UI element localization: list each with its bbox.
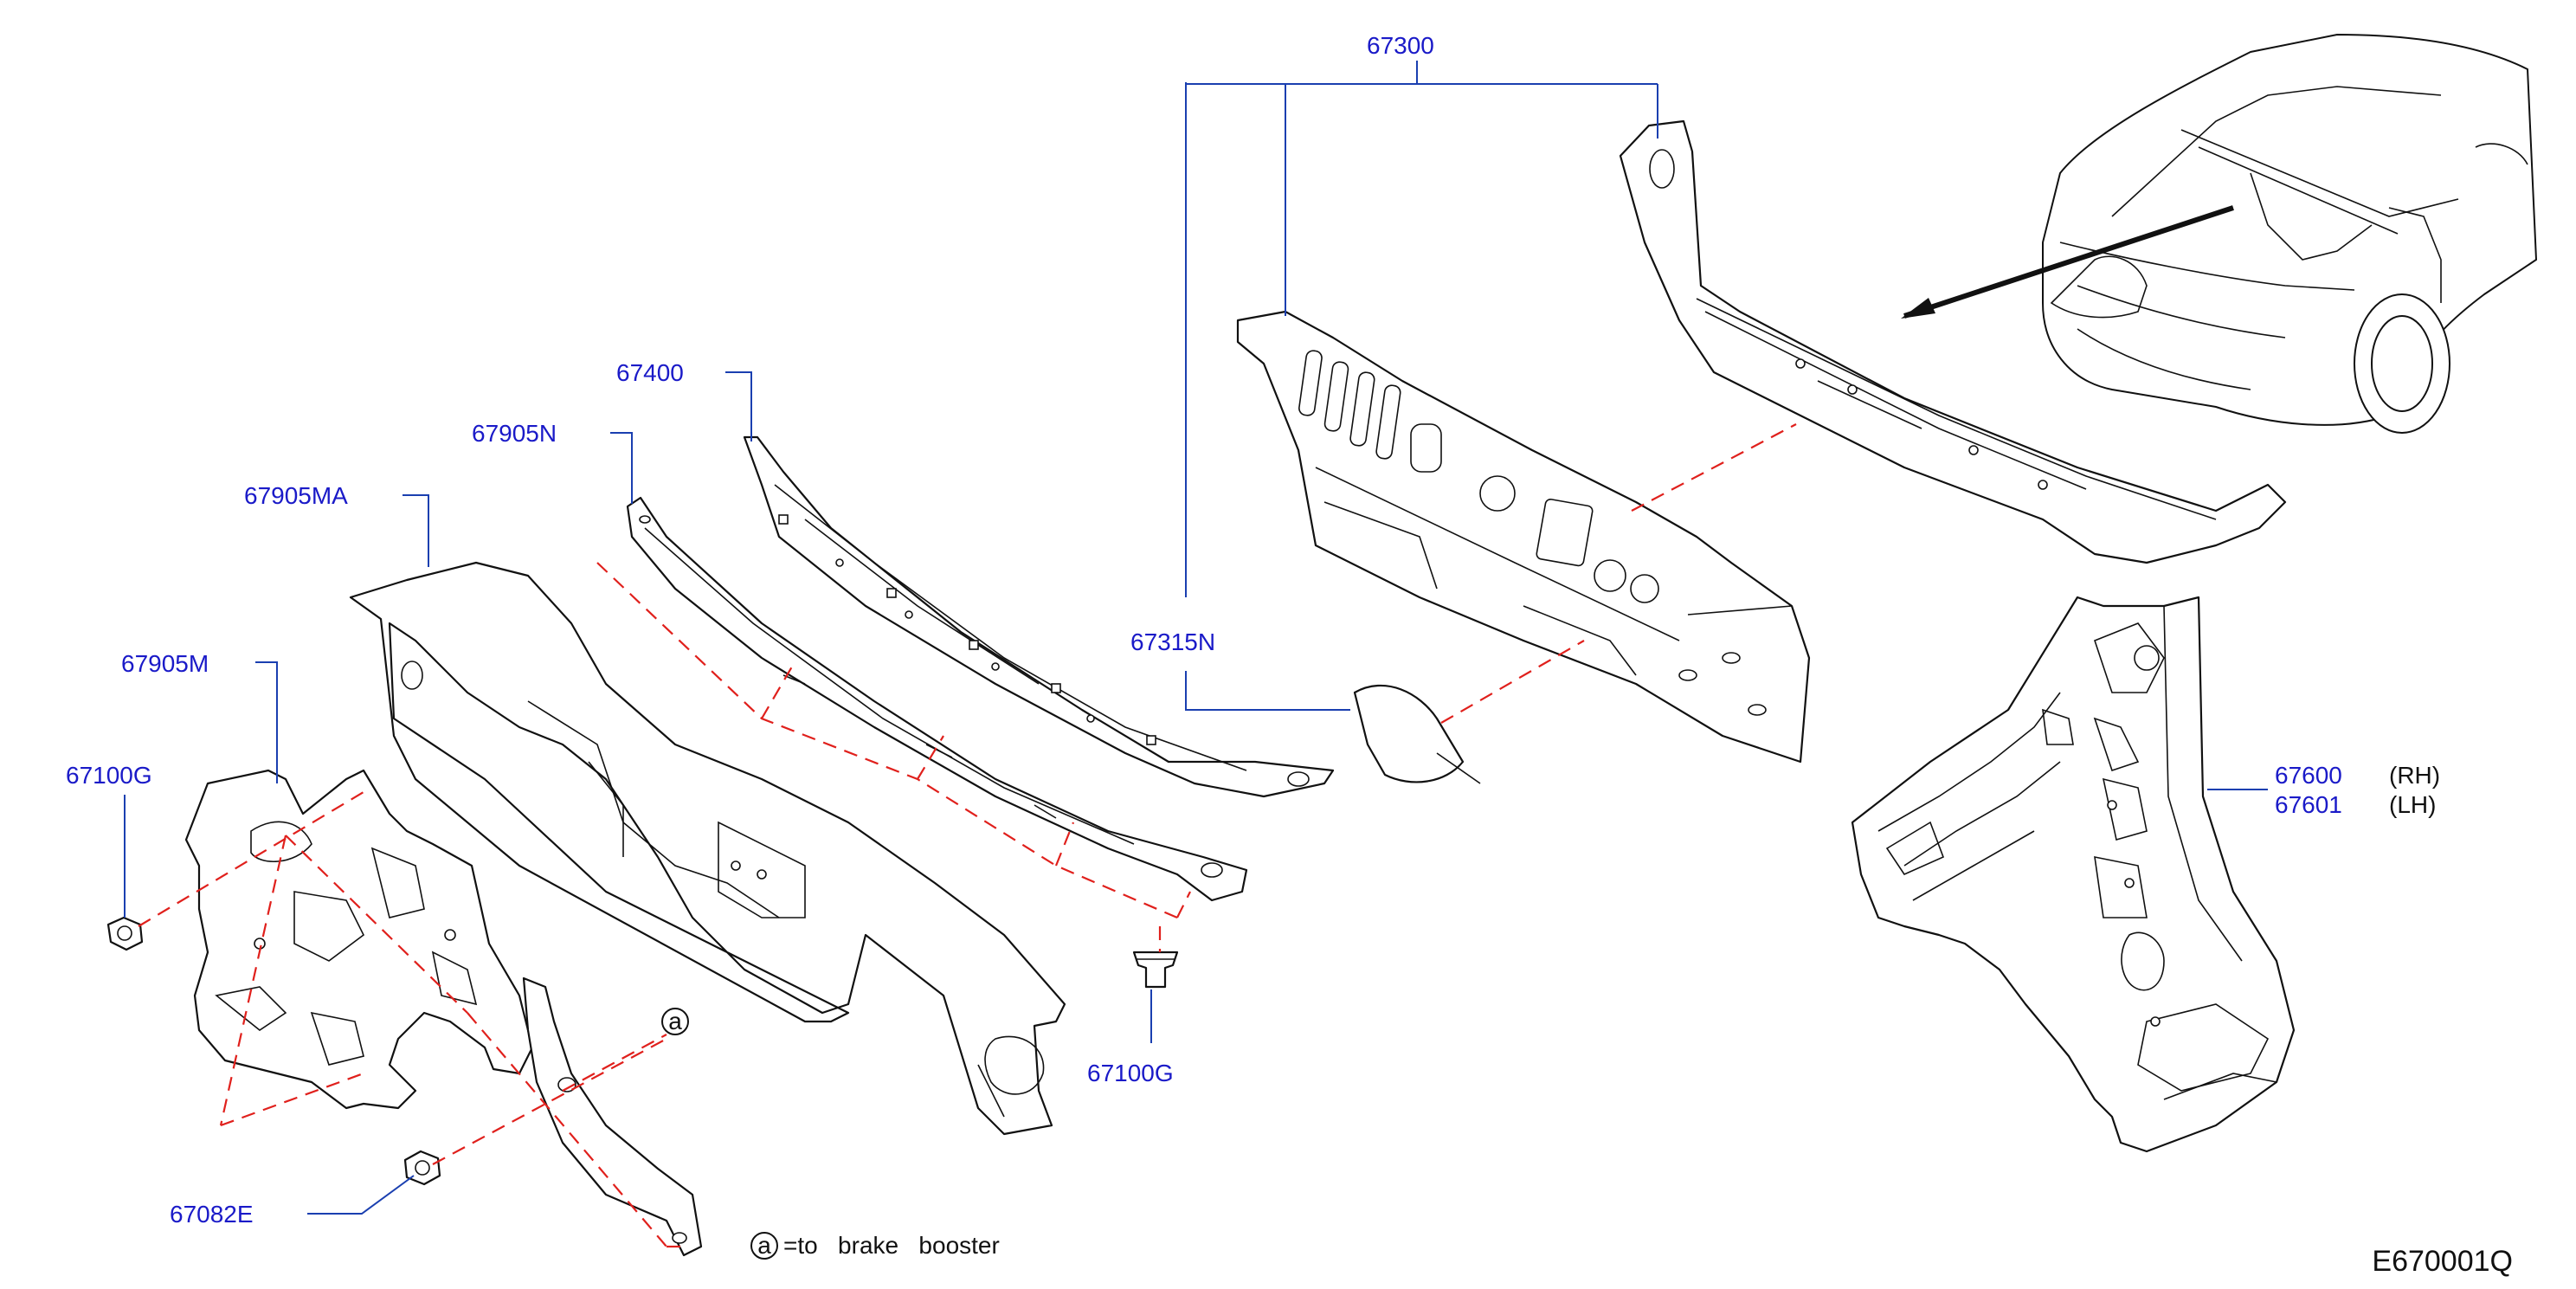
label-67100G-left: 67100G	[66, 762, 152, 789]
dashed-relation-lines	[138, 423, 1797, 1248]
leader-lines	[124, 61, 2268, 1215]
label-67601: 67601	[2275, 791, 2342, 818]
clip-67100G-center	[1132, 951, 1179, 989]
label-67082E: 67082E	[170, 1201, 254, 1228]
label-rh: (RH)	[2389, 762, 2440, 789]
part-number-labels: 67300 67400 67905N 67905MA 67905M 67100G…	[66, 32, 2440, 1228]
part-67905N-insulator	[626, 496, 1248, 902]
label-67905M: 67905M	[121, 650, 209, 677]
part-67905MA-dash-insulator	[349, 561, 1066, 1136]
label-67315N: 67315N	[1130, 628, 1215, 655]
vehicle-locator-illustration	[1901, 33, 2538, 434]
callout-a: a	[661, 1008, 689, 1035]
label-67905N: 67905N	[472, 420, 557, 447]
label-67100G-center: 67100G	[1087, 1060, 1174, 1086]
part-67600-67601-side-panel	[1851, 596, 2296, 1153]
legend: a =to brake booster	[750, 1232, 1000, 1260]
diagram-code: E670001Q	[2372, 1245, 2513, 1278]
part-67300-cowl-top-upper	[1619, 119, 2287, 564]
clip-67100G-left	[106, 916, 144, 951]
label-67600: 67600	[2275, 762, 2342, 789]
part-67905M-insulator	[184, 769, 703, 1257]
part-67400-cowl-panel	[743, 435, 1335, 798]
part-67300-dash-upper	[1236, 310, 1811, 764]
label-67905MA: 67905MA	[244, 482, 348, 509]
nut-67082E	[403, 1150, 441, 1186]
part-67315N-cover	[1353, 684, 1481, 784]
label-67300: 67300	[1367, 32, 1434, 59]
legend-letter: a	[757, 1232, 771, 1259]
label-lh: (LH)	[2389, 791, 2436, 818]
label-67400: 67400	[616, 359, 684, 386]
legend-text: =to brake booster	[783, 1232, 1000, 1259]
callout-a-letter: a	[668, 1008, 682, 1034]
